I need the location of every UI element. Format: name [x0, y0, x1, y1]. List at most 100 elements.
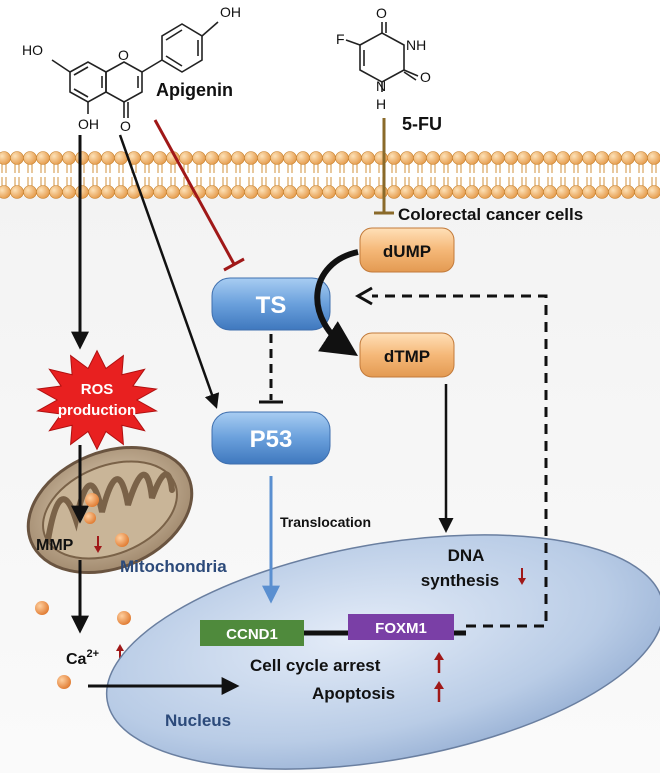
lipid-head — [647, 185, 660, 199]
ca-label: Ca2+ — [66, 648, 99, 668]
calcium-ion-icon — [85, 493, 99, 507]
lipid-head — [387, 185, 401, 199]
lipid-head — [335, 151, 349, 165]
lipid-head — [491, 151, 505, 165]
lipid-head — [413, 185, 427, 199]
lipid-head — [582, 185, 596, 199]
cells-label: Colorectal cancer cells — [398, 205, 583, 224]
lipid-head — [374, 185, 388, 199]
lipid-head — [608, 185, 622, 199]
lipid-head — [387, 151, 401, 165]
lipid-head — [10, 185, 24, 199]
lipid-head — [296, 151, 310, 165]
lipid-head — [452, 151, 466, 165]
mmp-label: MMP — [36, 537, 74, 554]
fu-keto-top: O — [376, 5, 387, 21]
p53-label: P53 — [250, 426, 293, 453]
lipid-head — [88, 151, 102, 165]
ros-burst-icon — [36, 349, 158, 451]
lipid-head — [439, 151, 453, 165]
fu-label: 5-FU — [402, 114, 442, 134]
lipid-head — [36, 151, 50, 165]
lipid-head — [309, 185, 323, 199]
lipid-head — [452, 185, 466, 199]
lipid-head — [478, 185, 492, 199]
lipid-head — [348, 151, 362, 165]
apoptosis-label: Apoptosis — [312, 684, 395, 703]
ros-label-2: production — [58, 402, 136, 419]
lipid-head — [556, 151, 570, 165]
apoptosis-up-head — [434, 681, 444, 689]
lipid-head — [23, 185, 37, 199]
calcium-ion-icon — [57, 675, 71, 689]
calcium-ion-icon — [84, 512, 96, 524]
cell-cycle-up-head — [434, 652, 444, 660]
lipid-head — [517, 185, 531, 199]
lipid-head — [634, 151, 648, 165]
ts-node — [211, 277, 331, 331]
dna-down-head — [518, 578, 526, 585]
lipid-head — [556, 185, 570, 199]
lipid-head — [517, 151, 531, 165]
lipid-head — [205, 185, 219, 199]
lipid-head — [257, 185, 271, 199]
apigenin-ring-o: O — [118, 47, 129, 63]
fu-h: H — [376, 96, 386, 112]
lipid-head — [114, 185, 128, 199]
lipid-head — [244, 151, 258, 165]
ts-label: TS — [256, 292, 287, 319]
lipid-head — [283, 185, 297, 199]
nucleus-label: Nucleus — [165, 711, 231, 730]
lipid-head — [166, 185, 180, 199]
lipid-head — [62, 185, 76, 199]
lipid-head — [504, 185, 518, 199]
fu-n: N — [376, 78, 386, 94]
lipid-head — [192, 151, 206, 165]
fu-structure — [345, 22, 419, 92]
lipid-head — [504, 151, 518, 165]
lipid-head — [270, 151, 284, 165]
lipid-head — [179, 151, 193, 165]
lipid-head — [374, 151, 388, 165]
dna-label-1: DNA — [448, 546, 485, 565]
dtmp-label: dTMP — [384, 347, 430, 366]
foxm1-label: FOXM1 — [375, 620, 427, 637]
apigenin-ho-left: HO — [22, 42, 43, 58]
dna-label-2: synthesis — [421, 571, 499, 590]
lipid-head — [257, 151, 271, 165]
lipid-head — [296, 185, 310, 199]
lipid-head — [621, 185, 635, 199]
lipid-head — [36, 185, 50, 199]
lipid-head — [543, 151, 557, 165]
lipid-head — [218, 151, 232, 165]
lipid-head — [0, 185, 11, 199]
fu-keto-right: O — [420, 69, 431, 85]
lipid-head — [10, 151, 24, 165]
apigenin-ts-inhibit-line — [153, 119, 236, 265]
calcium-ion-icon — [35, 601, 49, 615]
lipid-head — [101, 185, 115, 199]
lipid-head — [361, 151, 375, 165]
lipid-head — [322, 151, 336, 165]
lipid-head — [49, 151, 63, 165]
lipid-head — [530, 185, 544, 199]
cell-cycle-label: Cell cycle arrest — [250, 656, 381, 675]
foxm1-gene — [348, 614, 454, 640]
calcium-ion-icon — [115, 533, 129, 547]
dtmp-node — [359, 332, 455, 378]
apigenin-keto-o: O — [120, 118, 131, 134]
lipid-head — [413, 151, 427, 165]
dump-node — [359, 227, 455, 273]
cell-membrane — [0, 151, 660, 199]
lipid-head — [153, 151, 167, 165]
lipid-head — [348, 185, 362, 199]
foxm1-ts-feedback — [372, 294, 548, 628]
lipid-head — [595, 185, 609, 199]
lipid-head — [608, 151, 622, 165]
apigenin-ts-inhibit-bar — [223, 257, 245, 272]
lipid-head — [426, 185, 440, 199]
mmp-down-head — [94, 546, 102, 553]
apigenin-oh-top: OH — [220, 4, 241, 20]
lipid-head — [62, 151, 76, 165]
